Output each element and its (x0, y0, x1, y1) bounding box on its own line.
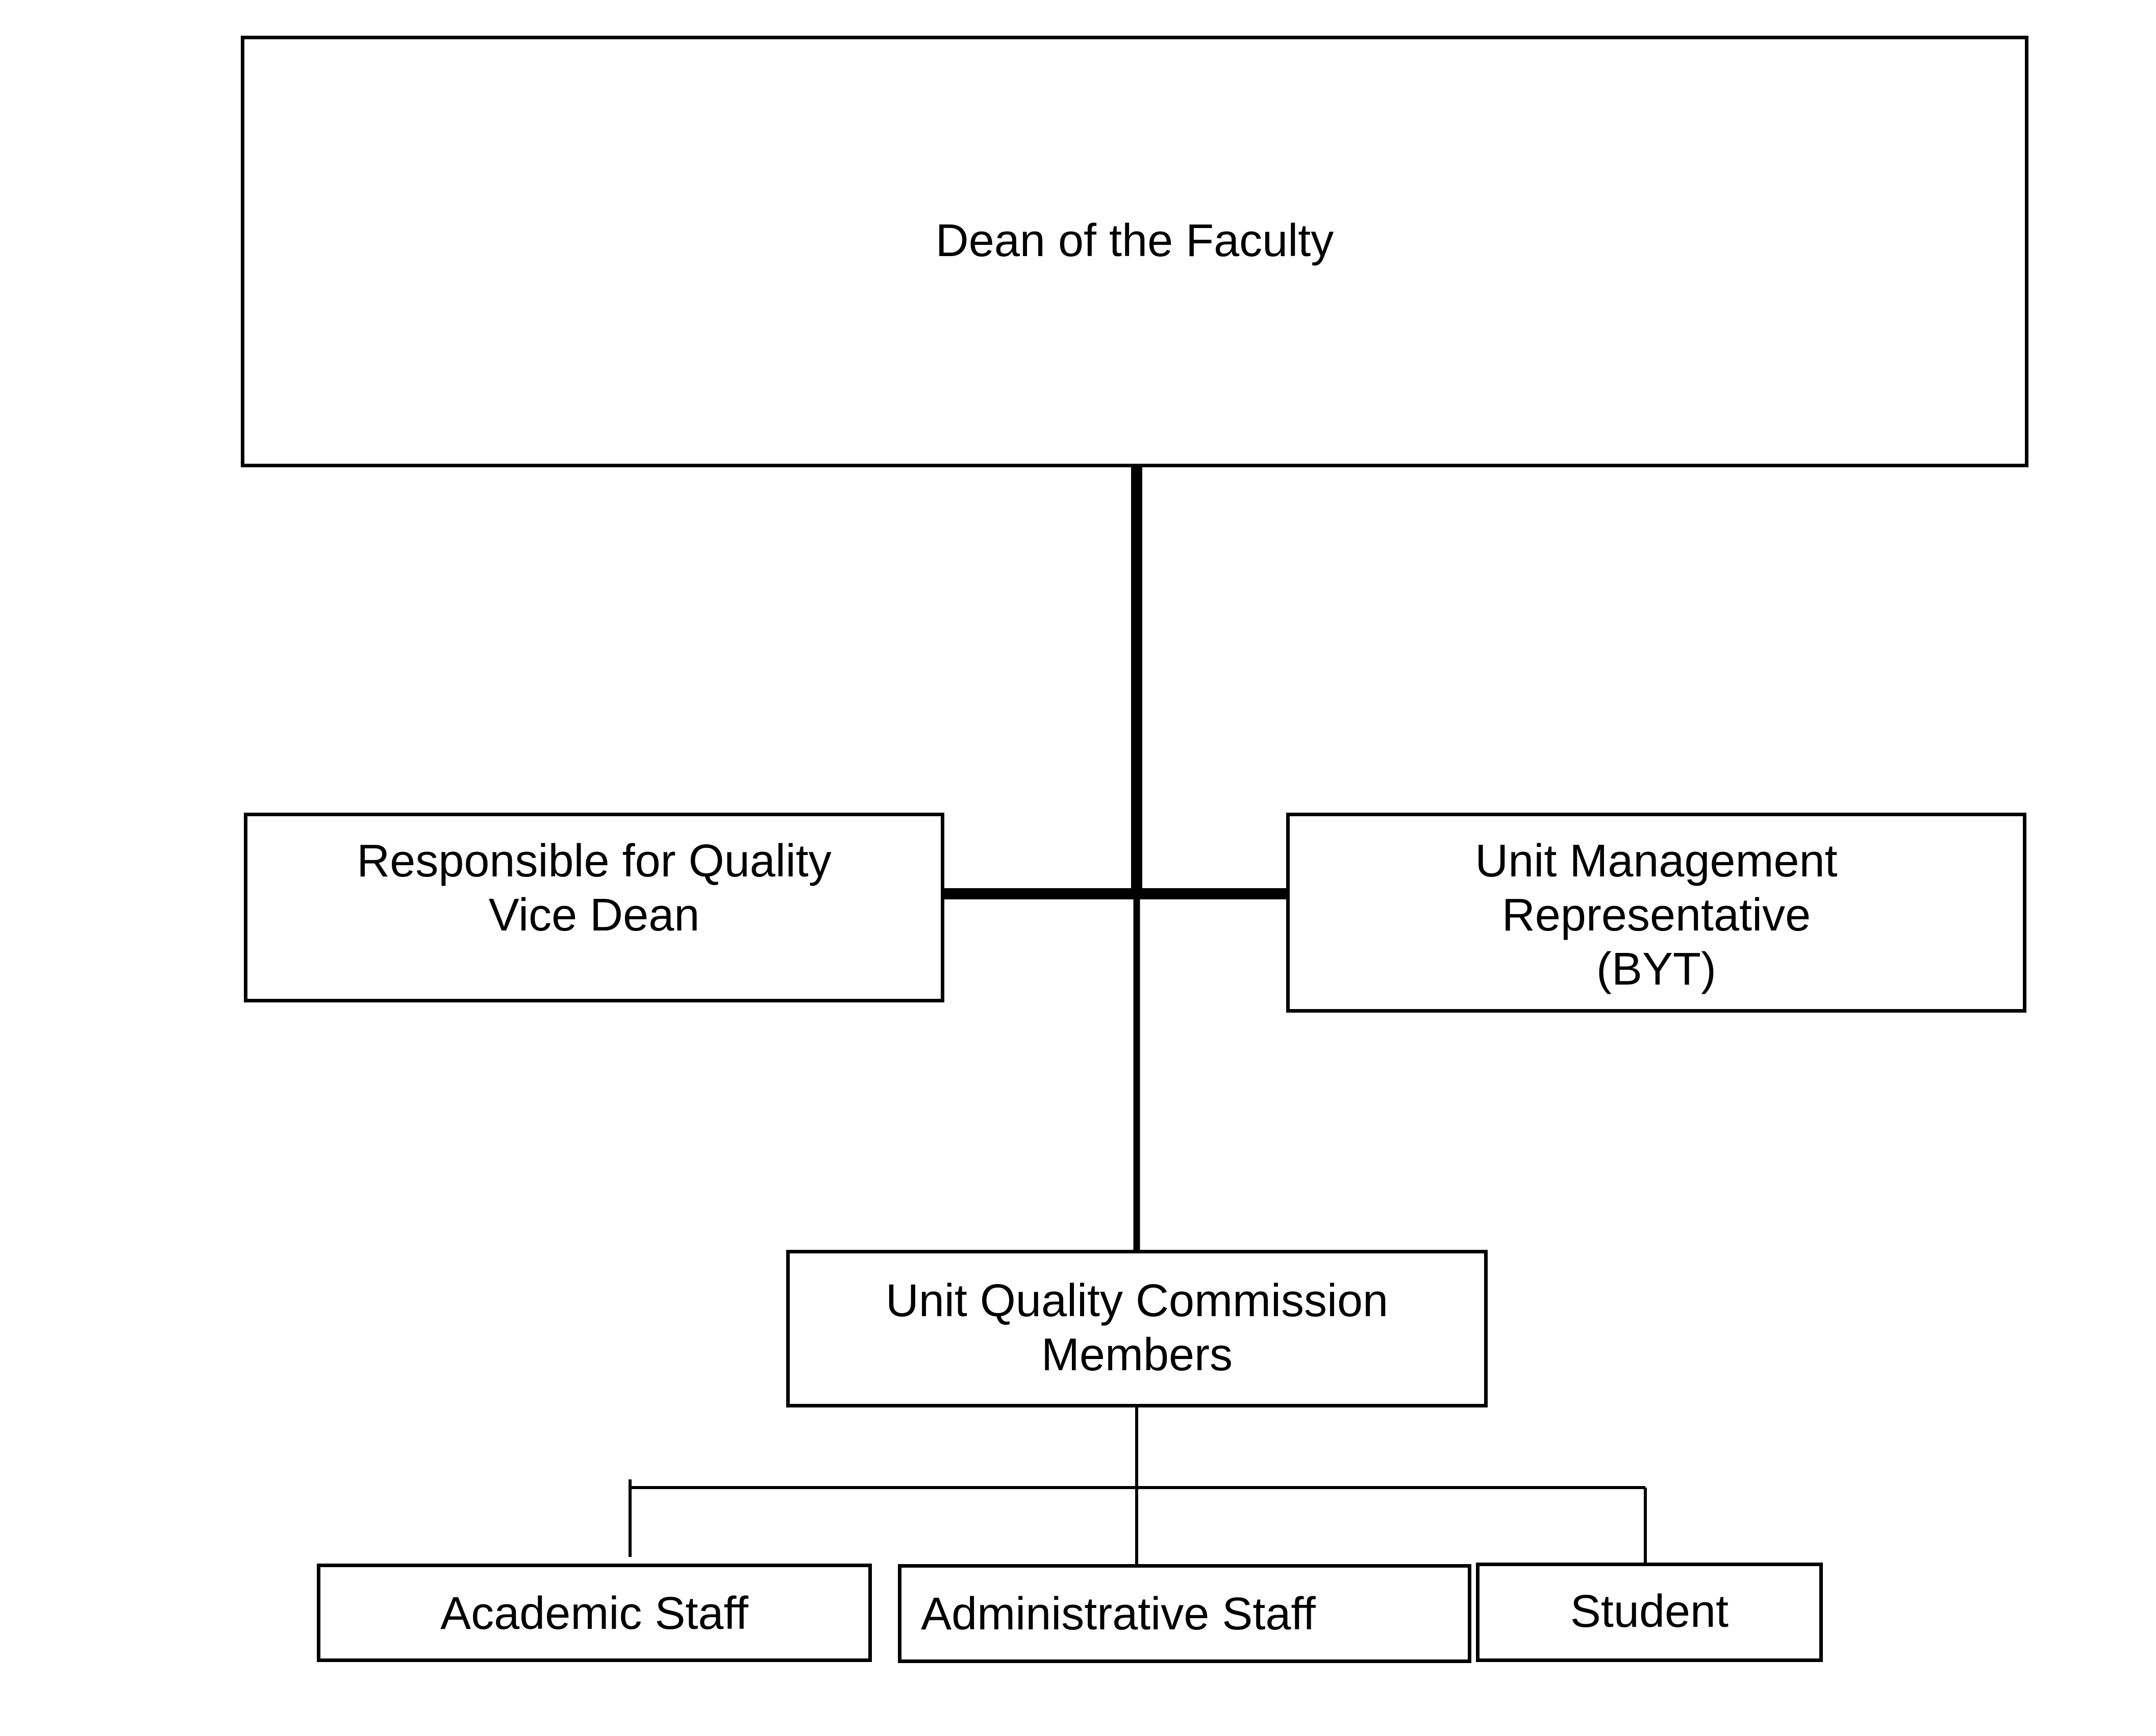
unit-management-label-line-1: Unit Management (1475, 836, 1838, 887)
academic-staff-box: Academic Staff (317, 1564, 872, 1662)
student-label: Student (1480, 1584, 1819, 1639)
dean-of-faculty-box: Dean of the Faculty (241, 36, 2028, 467)
administrative-staff-label: Administrative Staff (901, 1587, 1335, 1641)
unit-quality-commission-box: Unit Quality Commission Members (786, 1250, 1488, 1407)
commission-label-line-2: Members (1041, 1329, 1233, 1380)
unit-quality-commission-label: Unit Quality Commission Members (790, 1274, 1484, 1382)
student-box: Student (1476, 1563, 1823, 1662)
student-label-line-1: Student (1570, 1586, 1729, 1637)
administrative-staff-label-line-1: Administrative Staff (921, 1589, 1316, 1640)
commission-label-line-1: Unit Quality Commission (885, 1275, 1389, 1326)
unit-management-label-line-2: Representative (1501, 890, 1811, 941)
administrative-staff-box: Administrative Staff (898, 1564, 1471, 1663)
dean-of-faculty-label: Dean of the Faculty (244, 214, 2025, 268)
vice-dean-box: Responsible for Quality Vice Dean (244, 813, 944, 1002)
unit-management-label-line-3: (BYT) (1596, 944, 1716, 995)
vice-dean-label-line-1: Responsible for Quality (357, 836, 832, 887)
dean-label-line-1: Dean of the Faculty (935, 215, 1334, 266)
academic-staff-label-line-1: Academic Staff (440, 1588, 748, 1639)
unit-management-representative-label: Unit Management Representative (BYT) (1290, 834, 2023, 996)
vice-dean-label: Responsible for Quality Vice Dean (247, 834, 941, 942)
vice-dean-label-line-2: Vice Dean (488, 890, 700, 941)
academic-staff-label: Academic Staff (320, 1587, 868, 1641)
unit-management-representative-box: Unit Management Representative (BYT) (1286, 813, 2026, 1013)
